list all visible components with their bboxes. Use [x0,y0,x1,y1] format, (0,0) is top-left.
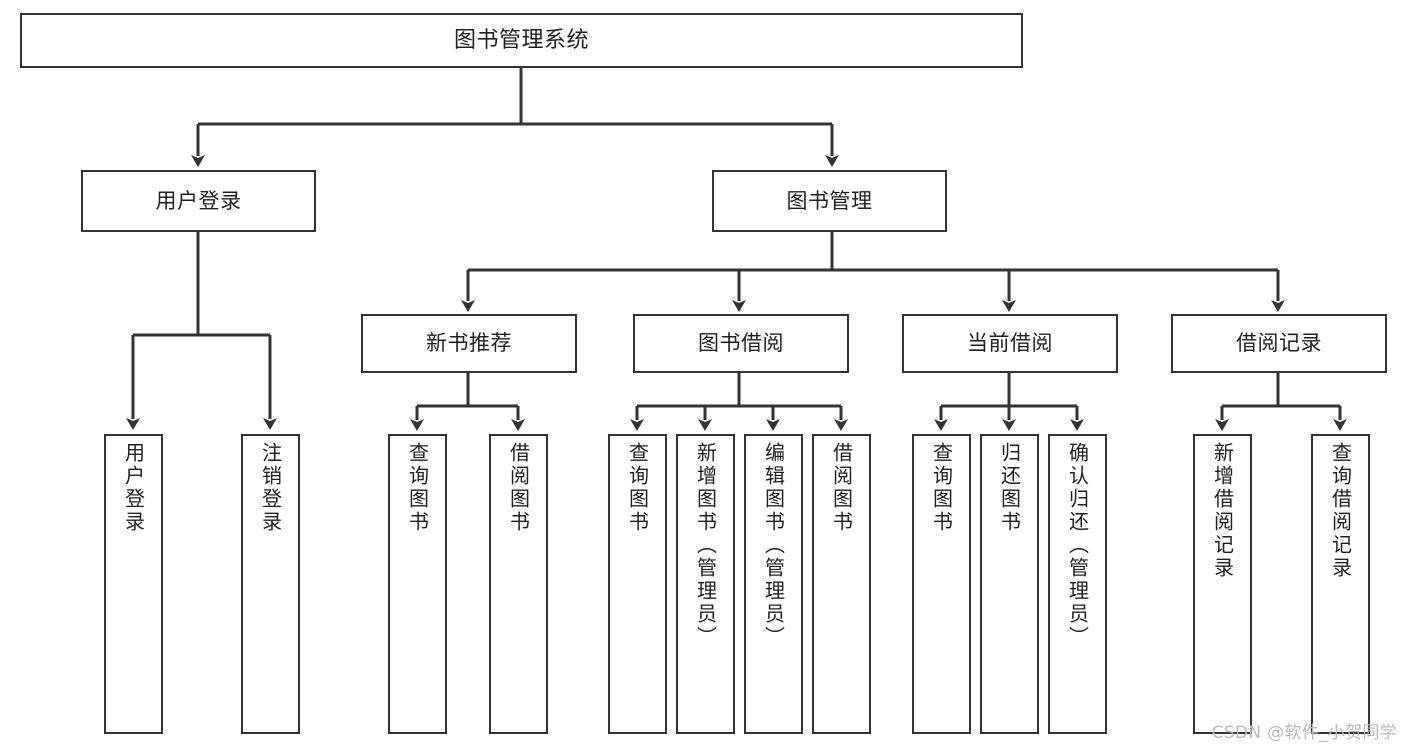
node-book-borrowing[interactable]: 图书借阅 [633,314,849,373]
node-label: 查询图书 [929,442,954,534]
node-root-book-management-system[interactable]: 图书管理系统 [20,13,1023,68]
leaf-new-book-query-book[interactable]: 查询图书 [388,434,447,734]
node-label: 借阅记录 [1236,331,1322,356]
node-label: 图书管理系统 [453,27,589,53]
node-label: 查询图书 [405,442,430,534]
node-current-borrowing[interactable]: 当前借阅 [902,314,1118,373]
leaf-current-borrow-return-book[interactable]: 归还图书 [980,434,1039,734]
leaf-book-borrow-borrow-book[interactable]: 借阅图书 [812,434,871,734]
leaf-new-book-borrow-book[interactable]: 借阅图书 [489,434,548,734]
node-label: 归还图书 [997,442,1022,534]
node-label: 用户登录 [155,188,242,213]
leaf-book-borrow-add-book-admin[interactable]: 新增图书（管理员） [676,434,735,734]
leaf-borrow-record-query-record[interactable]: 查询借阅记录 [1311,434,1370,734]
node-label: 查询图书 [625,442,650,534]
node-label: 借阅图书 [829,442,854,534]
leaf-book-borrow-edit-book-admin[interactable]: 编辑图书（管理员） [744,434,803,734]
node-label: 确认归还（管理员） [1065,442,1090,649]
node-label: 图书管理 [786,188,873,213]
node-label: 新增图书（管理员） [693,442,718,649]
leaf-user-login-logout[interactable]: 注销登录 [241,434,300,734]
node-label: 新增借阅记录 [1210,442,1235,580]
leaf-borrow-record-add-record[interactable]: 新增借阅记录 [1193,434,1252,734]
node-label: 查询借阅记录 [1328,442,1353,580]
node-label: 当前借阅 [967,331,1053,356]
node-label: 借阅图书 [506,442,531,534]
node-label: 图书借阅 [698,331,784,356]
node-new-book-recommendation[interactable]: 新书推荐 [361,314,577,373]
leaf-current-borrow-confirm-return-admin[interactable]: 确认归还（管理员） [1048,434,1107,734]
node-label: 编辑图书（管理员） [761,442,786,649]
leaf-user-login-login[interactable]: 用户登录 [104,434,163,734]
leaf-book-borrow-query-book[interactable]: 查询图书 [608,434,667,734]
node-user-login[interactable]: 用户登录 [81,170,316,232]
node-label: 注销登录 [258,442,283,534]
node-label: 用户登录 [121,442,146,534]
node-book-management[interactable]: 图书管理 [712,170,947,232]
node-borrow-records[interactable]: 借阅记录 [1171,314,1387,373]
node-label: 新书推荐 [426,331,512,356]
csdn-watermark: CSDN @软件_小贺同学 [1211,723,1397,743]
leaf-current-borrow-query-book[interactable]: 查询图书 [912,434,971,734]
